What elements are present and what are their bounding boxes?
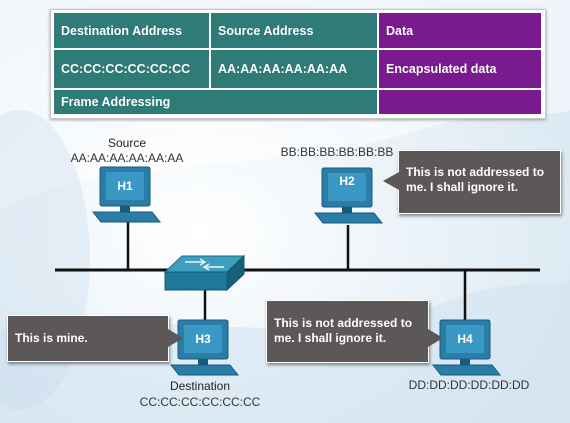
- destination-address-value: CC:CC:CC:CC:CC:CC: [54, 50, 209, 88]
- switch-icon: [163, 254, 246, 292]
- h4-callout-tail: [428, 329, 443, 347]
- data-value: Encapsulated data: [379, 50, 541, 88]
- h3-role-label: Destination: [169, 379, 231, 393]
- h1-role-label: Source: [107, 136, 147, 150]
- h4-callout: This is not addressed to me. I shall ign…: [266, 300, 429, 363]
- h4-mac-label: DD:DD:DD:DD:DD:DD: [408, 378, 530, 392]
- h2-callout-text: This is not addressed to me. I shall ign…: [406, 165, 545, 194]
- source-address-header: Source Address: [211, 13, 377, 48]
- destination-address-header: Destination Address: [54, 13, 209, 48]
- h3-callout: This is mine.: [7, 315, 169, 362]
- h3-mac-label: CC:CC:CC:CC:CC:CC: [139, 395, 261, 409]
- source-address-value: AA:AA:AA:AA:AA:AA: [211, 50, 377, 88]
- data-header: Data: [379, 13, 541, 48]
- h2-callout-tail: [383, 172, 399, 190]
- h4-name: H4: [457, 332, 473, 346]
- h4-callout-text: This is not addressed to me. I shall ign…: [274, 316, 413, 345]
- h2-name: H2: [339, 174, 355, 188]
- computer-icon-h2: [313, 167, 384, 224]
- h3-callout-tail: [168, 329, 183, 347]
- h3-callout-text: This is mine.: [15, 331, 88, 345]
- frame-addressing-label: Frame Addressing: [54, 90, 377, 114]
- frame-addressing-data-cell: [379, 90, 541, 114]
- h2-callout: This is not addressed to me. I shall ign…: [398, 150, 561, 214]
- h3-name: H3: [195, 332, 211, 346]
- frame-addressing-table: Destination Address Source Address Data …: [50, 9, 546, 119]
- h1-mac-label: AA:AA:AA:AA:AA:AA: [70, 151, 184, 165]
- h1-name: H1: [117, 179, 133, 193]
- computer-icon-h4: [431, 319, 502, 376]
- computer-icon-h1: [91, 166, 162, 223]
- h2-mac-label: BB:BB:BB:BB:BB:BB: [280, 145, 394, 159]
